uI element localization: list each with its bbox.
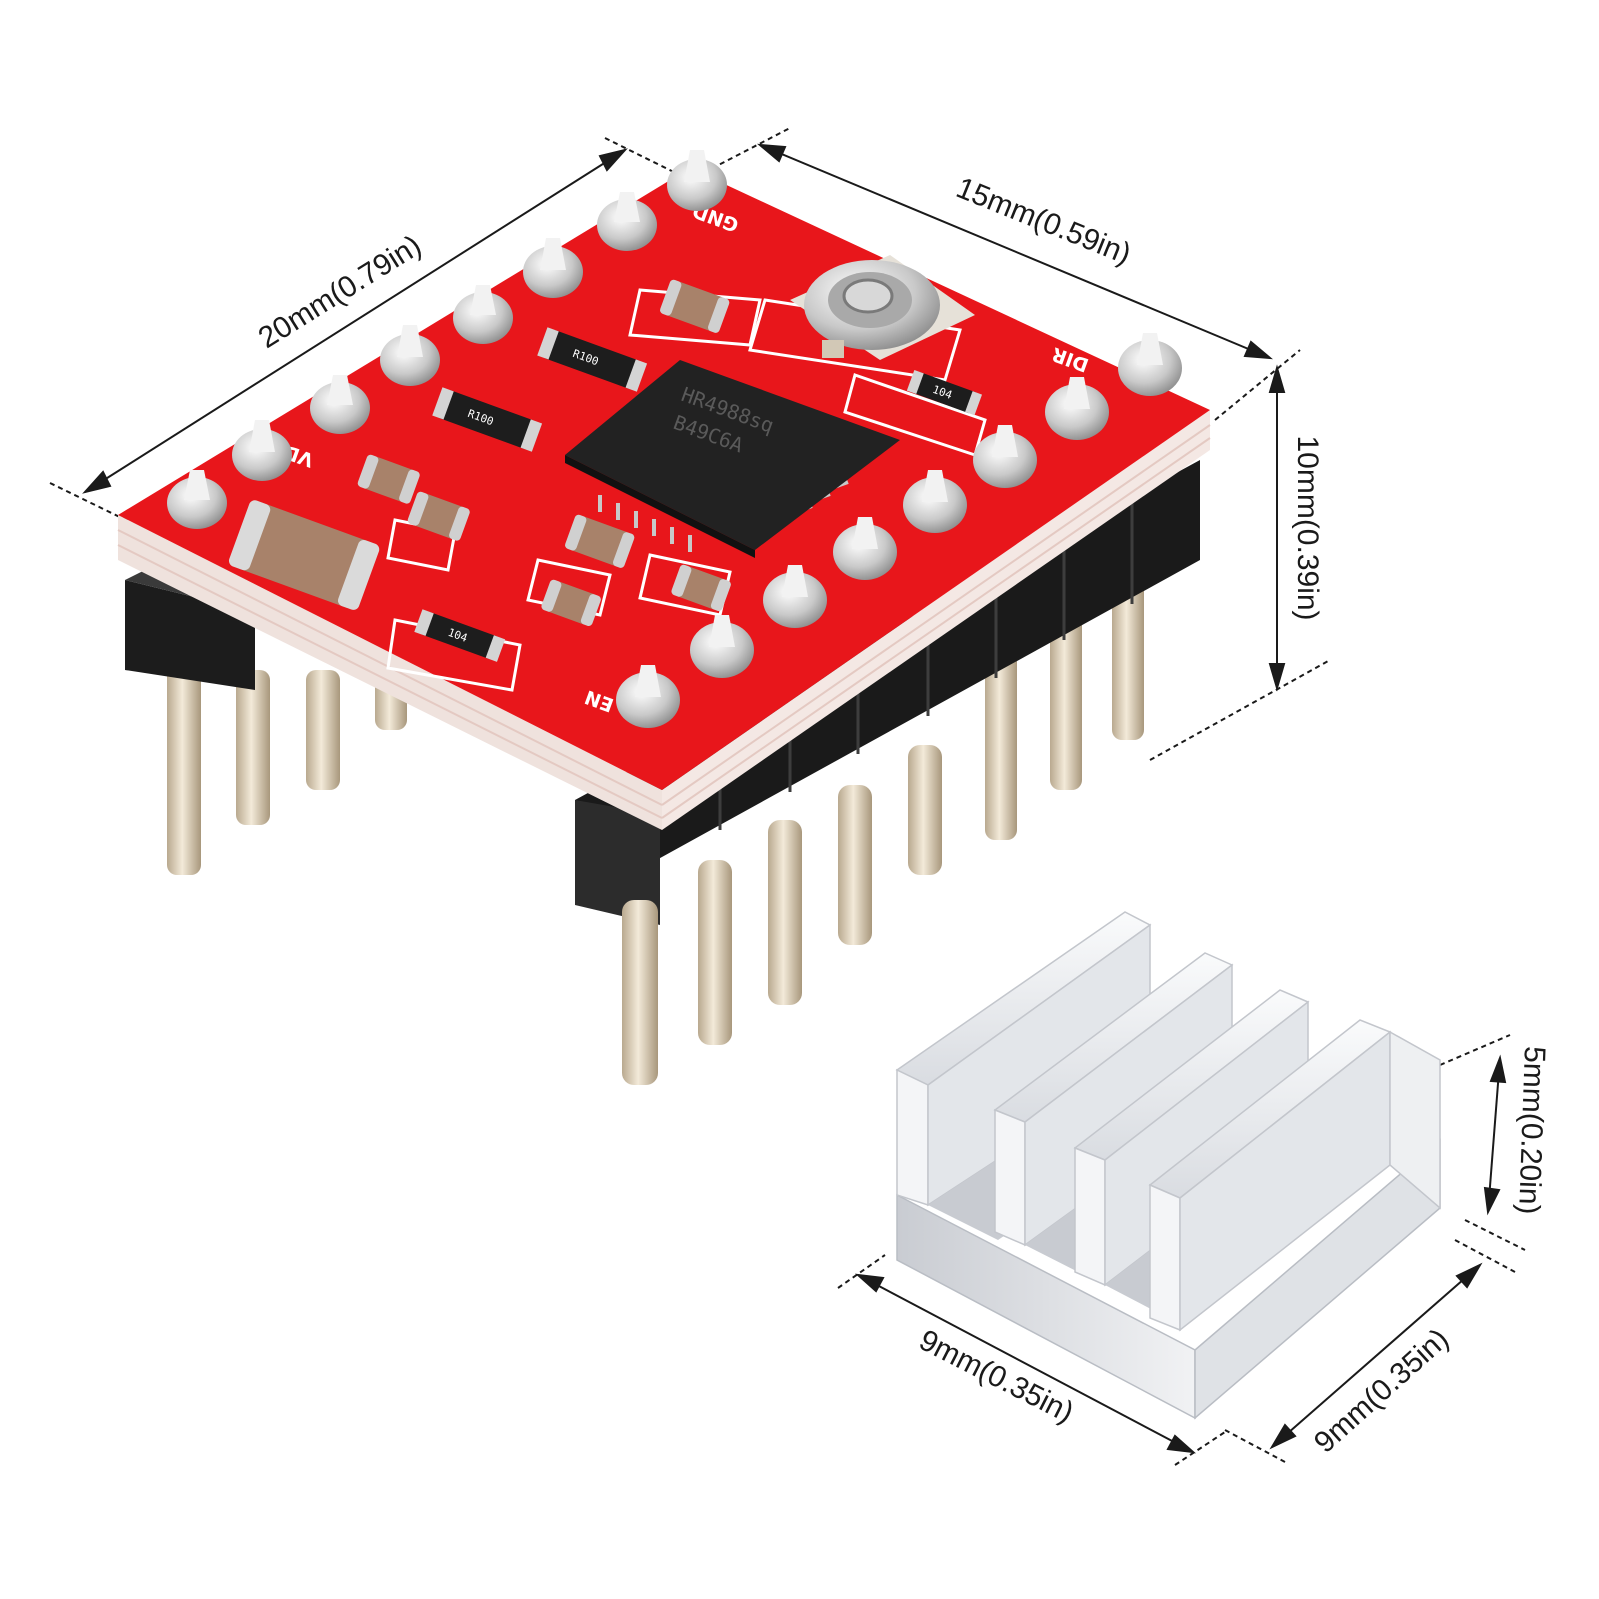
solder-joints-right (616, 333, 1182, 728)
board-width-label: 15mm(0.59in) (952, 171, 1136, 271)
resistor-r4: 104 (906, 369, 983, 416)
pcb-edge (117, 410, 1211, 830)
heatsink-height-label: 5mm(0.20in) (1512, 1046, 1551, 1215)
resistor-r3: 104 (414, 609, 506, 662)
resistors: R100 R100 104 104 (414, 327, 983, 662)
heatsink (895, 911, 1441, 1420)
board-height-label: 10mm(0.39in) (1291, 435, 1324, 620)
capacitor-large (228, 500, 380, 610)
stepper-driver-board: GND DIR EN VDD HR4988sq B49 (117, 150, 1211, 1085)
left-pin-row (167, 560, 1144, 875)
capacitor-c6 (671, 564, 731, 612)
capacitor-c1 (357, 454, 420, 504)
capacitor-c3 (565, 514, 635, 568)
driver-chip: HR4988sq B49C6A (565, 360, 900, 558)
dimension-lines (49, 127, 1526, 1466)
capacitor-c4 (660, 279, 730, 333)
solder-joints-left (167, 150, 727, 529)
heatsink-width-label: 9mm(0.35in) (1308, 1322, 1455, 1459)
front-pin-row (622, 745, 942, 1085)
front-header (575, 460, 1200, 925)
resistor-r2: R100 (432, 387, 543, 452)
resistor-r1: R100 (537, 327, 648, 392)
capacitor-c5 (541, 579, 601, 627)
capacitors (228, 279, 731, 627)
potentiometer (790, 255, 975, 360)
capacitor-c2 (407, 491, 470, 541)
